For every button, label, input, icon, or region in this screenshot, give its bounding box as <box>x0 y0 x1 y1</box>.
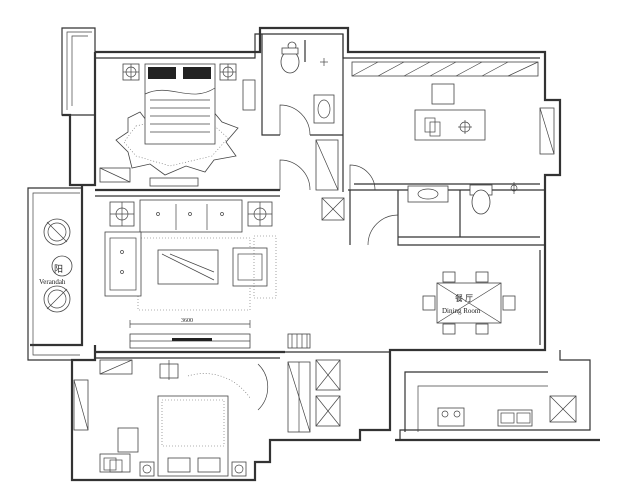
dining-room: 餐 厅 Dining Room <box>422 250 541 345</box>
bathroom-1 <box>261 34 345 221</box>
verandah: 阳 Verandah <box>27 187 95 361</box>
balcony-top-left <box>61 27 96 116</box>
bathroom-2 <box>367 182 545 246</box>
master-bedroom <box>95 63 280 197</box>
verandah-label: Verandah <box>39 278 66 286</box>
exterior-walls <box>30 26 600 482</box>
verandah-glyph: 阳 <box>54 264 63 274</box>
entrance <box>279 159 376 245</box>
study-room <box>348 61 555 191</box>
living-room: 3600 <box>104 199 277 349</box>
dining-room-label: Dining Room <box>442 307 481 315</box>
dimension-label: 3600 <box>181 318 193 324</box>
kitchen <box>404 371 577 432</box>
dining-room-glyphs: 餐 厅 <box>455 294 473 303</box>
bottom-bedroom <box>73 333 390 477</box>
